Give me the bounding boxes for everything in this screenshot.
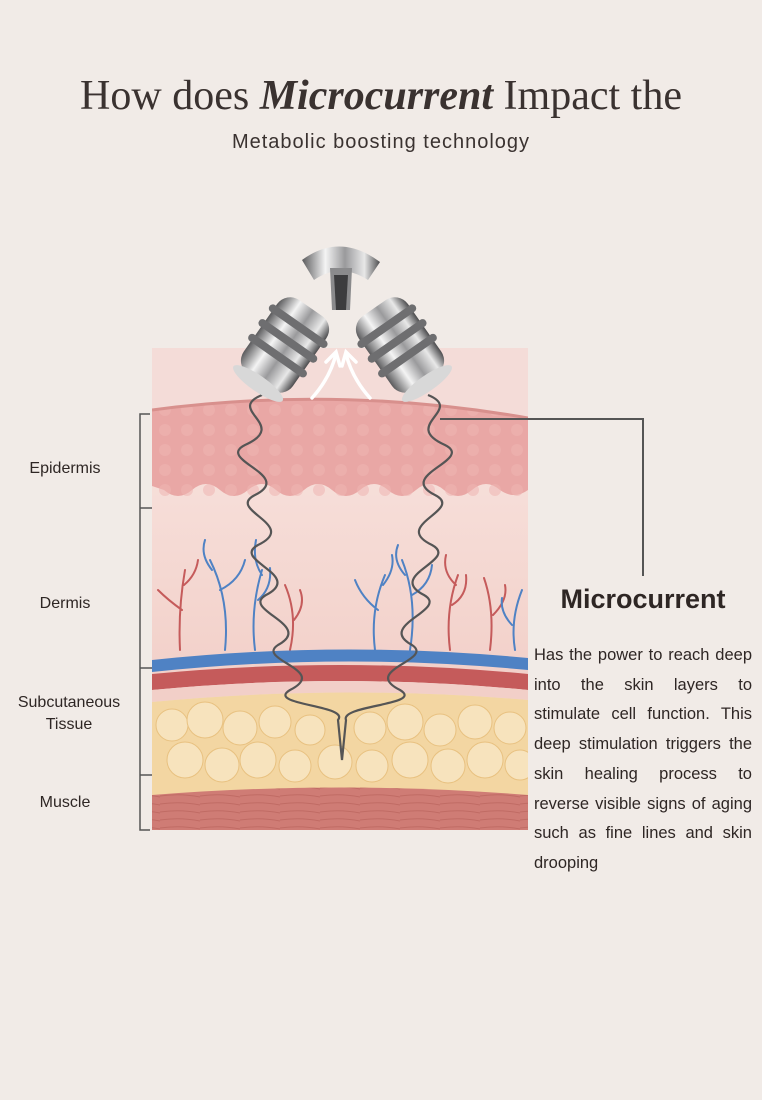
vein-vessel: [152, 649, 528, 672]
page-title: How does Microcurrent Impact the: [0, 72, 762, 120]
layer-bracket: [139, 413, 152, 831]
page-subtitle: Metabolic boosting technology: [231, 131, 531, 153]
title-part-2: Impact the: [493, 73, 682, 119]
label-subcutaneous-tissue: Subcutaneous Tissue: [17, 694, 121, 733]
microcurrent-device-icon: [233, 246, 452, 402]
epidermis-texture: [152, 399, 528, 500]
fat-cells: [155, 701, 528, 784]
callout-text: Has the power to reach deep into the ski…: [534, 646, 752, 872]
title-part-1: How does: [80, 73, 260, 119]
capillaries: [157, 539, 523, 651]
label-muscle: Muscle: [39, 794, 91, 811]
muscle-fibers: [152, 787, 528, 830]
label-epidermis: Epidermis: [29, 460, 101, 477]
label-dermis: Dermis: [39, 595, 91, 612]
callout-connector: [440, 418, 644, 576]
membrane-band: [152, 681, 528, 702]
title-emphasis: Microcurrent: [259, 73, 494, 119]
microcurrent-wave: [237, 393, 453, 761]
callout-heading: Microcurrent: [560, 584, 726, 614]
artery-vessel: [152, 665, 528, 690]
skin-surface-line: [152, 397, 528, 420]
up-arrows-icon: [310, 348, 372, 400]
skin-cross-section: [152, 348, 528, 830]
